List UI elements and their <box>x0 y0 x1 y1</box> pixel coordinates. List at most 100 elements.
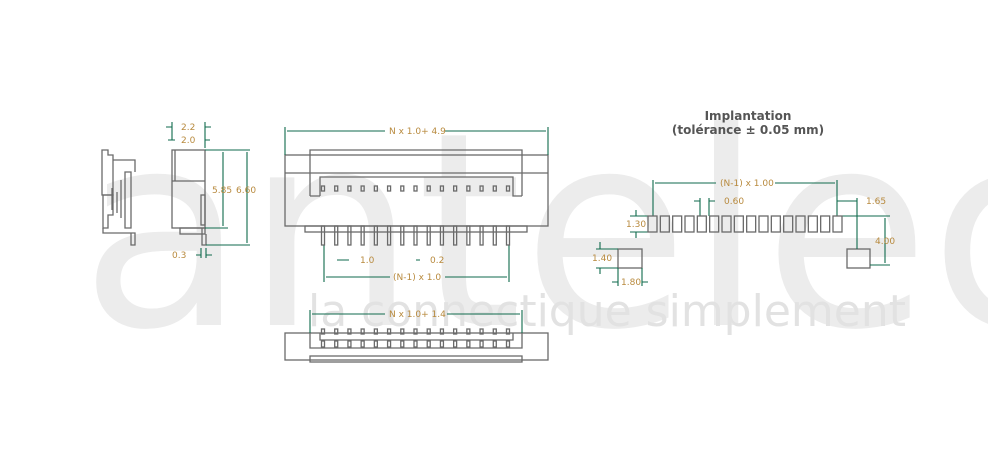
contact-slot <box>373 185 379 192</box>
dim-fp-side-offset: 1.65 <box>866 197 886 207</box>
footprint-pad <box>832 215 843 233</box>
contact-slot <box>400 185 405 192</box>
contact-top <box>400 340 405 348</box>
footprint-pad <box>659 215 670 233</box>
pin-top <box>426 328 431 335</box>
dim-fp-pad-width: 0.60 <box>724 197 744 207</box>
mount-pad-right <box>846 248 871 269</box>
contact-top <box>373 340 379 348</box>
dim-fp-span: (N-1) x 1.00 <box>720 179 774 189</box>
section-view <box>101 149 136 246</box>
dim-front-width: N x 1.0+ 4.9 <box>389 127 446 137</box>
footprint-subtitle: (tolérance ± 0.05 mm) <box>672 123 824 137</box>
dim-top-width: N x 1.0+ 1.4 <box>389 310 446 320</box>
footprint-pad <box>647 215 658 233</box>
pin <box>320 225 326 246</box>
pin-top <box>386 328 392 335</box>
dim-side-total-height: 6.60 <box>236 186 256 196</box>
contact-slot <box>347 185 352 192</box>
footprint-pad <box>672 215 683 233</box>
dim-front-span: (N-1) x 1.0 <box>393 273 441 283</box>
contact-top <box>466 340 471 348</box>
footprint-pad <box>746 215 757 233</box>
footprint-pad <box>758 215 769 233</box>
contact-top <box>505 340 511 348</box>
pin <box>373 225 379 246</box>
contact-slot <box>439 185 445 192</box>
dim-side-pin-offset: 0.3 <box>172 251 186 261</box>
pin <box>492 225 497 246</box>
dim-fp-pad-height: 1.30 <box>626 220 646 230</box>
contact-slot <box>479 185 484 192</box>
footprint-pad <box>820 215 831 233</box>
pin-top <box>413 328 418 335</box>
contact-top <box>492 340 497 348</box>
contact-slot <box>334 185 339 192</box>
dim-fp-mount-height: 1.40 <box>592 254 612 264</box>
pin-top <box>466 328 471 335</box>
watermark-logo: antelec la connectique simplement <box>80 74 988 389</box>
footprint-title: Implantation <box>705 109 792 123</box>
contact-top <box>334 340 339 348</box>
pin <box>452 225 458 246</box>
pin <box>413 225 418 246</box>
footprint-pad <box>807 215 818 233</box>
dim-front-pitch: 1.0 <box>360 256 375 266</box>
footprint-pad <box>684 215 695 233</box>
contact-slot <box>320 185 326 192</box>
dim-side-width-inner: 2.0 <box>181 136 196 146</box>
pin-top <box>334 328 339 335</box>
pin <box>479 225 484 246</box>
pin-top <box>360 328 365 335</box>
mount-pad-left <box>617 248 643 269</box>
pin-top <box>452 328 458 335</box>
contact-top <box>347 340 352 348</box>
pin <box>466 225 471 246</box>
pin-top <box>373 328 379 335</box>
dim-fp-mount-width: 1.80 <box>621 278 641 288</box>
contact-slot <box>386 185 392 192</box>
front-view: N x 1.0+ 4.9 1.0 0.2 (N-1) x 1.0 <box>284 127 549 283</box>
footprint-pad <box>696 215 707 233</box>
pin <box>386 225 392 246</box>
contact-slot <box>413 185 418 192</box>
pin-top <box>439 328 445 335</box>
footprint-pad <box>770 215 781 233</box>
contact-top <box>452 340 458 348</box>
dim-side-width-outer: 2.2 <box>181 123 195 133</box>
pin <box>360 225 365 246</box>
side-view: 2.2 2.0 5.85 6.60 0.3 <box>166 122 256 261</box>
contact-top <box>386 340 392 348</box>
contact-slot <box>466 185 471 192</box>
pin-top <box>400 328 405 335</box>
pin-top <box>492 328 497 335</box>
footprint-pad <box>733 215 744 233</box>
footprint-pad <box>795 215 806 233</box>
footprint-view: Implantation (tolérance ± 0.05 mm) (N-1)… <box>592 109 895 288</box>
top-view: N x 1.0+ 1.4 <box>284 310 549 363</box>
dim-front-pin-width: 0.2 <box>430 256 444 266</box>
footprint-pad <box>709 215 720 233</box>
pin-top <box>347 328 352 335</box>
pin <box>505 225 511 246</box>
footprint-pad <box>783 215 794 233</box>
pin-top <box>505 328 511 335</box>
contact-top <box>360 340 365 348</box>
contact-slot <box>492 185 497 192</box>
dim-side-body-height: 5.85 <box>212 186 232 196</box>
contact-slot <box>426 185 431 192</box>
footprint-pad <box>721 215 732 233</box>
pin <box>400 225 405 246</box>
contact-top <box>479 340 484 348</box>
pin-top <box>320 328 326 335</box>
pin <box>334 225 339 246</box>
contact-top <box>439 340 445 348</box>
contact-top <box>426 340 431 348</box>
contact-slot <box>360 185 365 192</box>
dim-fp-mount-offset: 4.00 <box>875 237 895 247</box>
contact-top <box>320 340 326 348</box>
watermark-tagline: la connectique simplement <box>308 286 906 337</box>
watermark-brand: antelec <box>80 74 988 389</box>
pin <box>426 225 431 246</box>
